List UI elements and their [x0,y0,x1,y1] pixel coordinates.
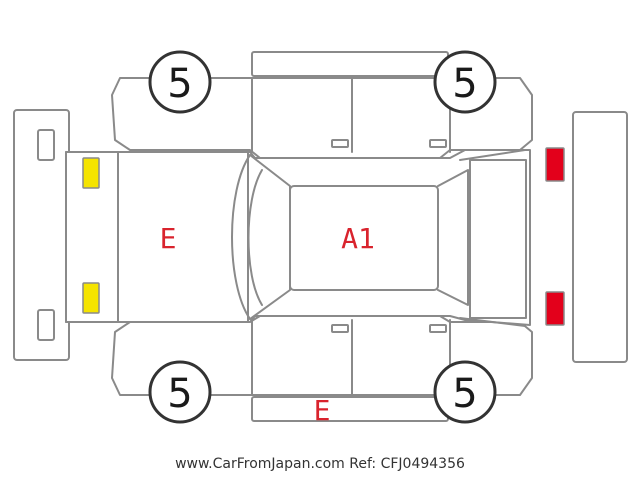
tire-rear-right-score: 5 [452,371,477,417]
taillight-right-marker [545,291,565,326]
tire-rear-left-score: 5 [452,61,477,107]
vehicle-top-view [65,149,531,327]
damage-mark-hood: E [160,222,177,255]
hood-panel [117,151,249,323]
watermark-text: www.CarFromJapan.com Ref: CFJ0494356 [175,456,465,472]
front-bumper [13,109,70,361]
tire-rear-left: 5 [433,50,497,114]
damage-mark-roof: A1 [341,222,375,255]
tire-front-right-score: 5 [167,371,192,417]
headlight-right-marker [82,282,100,314]
tire-front-left-score: 5 [167,61,192,107]
tire-rear-right: 5 [433,360,497,424]
damage-mark-lower-side: E [314,394,331,427]
tire-front-right: 5 [148,360,212,424]
taillight-left-marker [545,147,565,182]
body-side-bottom [111,315,533,422]
roof-panel [289,185,439,291]
rear-bumper [572,111,628,363]
tire-front-left: 5 [148,50,212,114]
headlight-left-marker [82,157,100,189]
